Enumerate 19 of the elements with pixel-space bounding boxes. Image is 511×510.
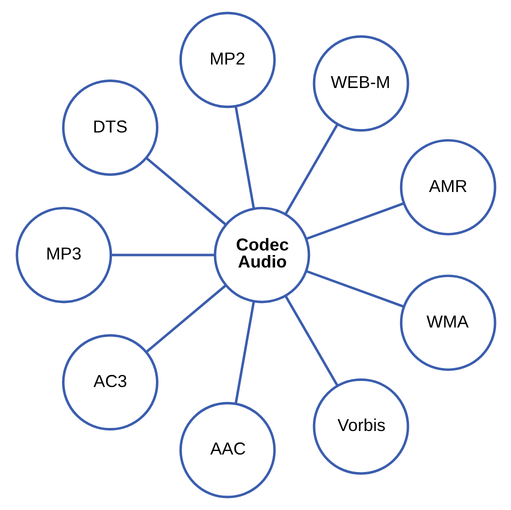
node-circle: WEB-M <box>312 35 409 132</box>
node-circle: Vorbis <box>312 378 409 475</box>
connector <box>144 156 226 226</box>
connector <box>234 302 254 404</box>
node-circle: AMR <box>399 139 496 236</box>
node-circle: AC3 <box>62 334 158 431</box>
connector <box>284 124 338 215</box>
node-circle: WMA <box>399 274 496 371</box>
connector <box>284 295 338 386</box>
connector <box>306 270 404 308</box>
node-circle: AAC <box>178 402 276 498</box>
connector <box>306 202 404 240</box>
connector <box>144 284 226 354</box>
node-circle: MP3 <box>15 206 112 304</box>
node-circle: MP2 <box>178 12 276 108</box>
connector <box>234 106 254 208</box>
connector <box>110 254 214 256</box>
node-circle: Codec Audio <box>213 206 310 304</box>
node-circle: DTS <box>62 79 158 176</box>
